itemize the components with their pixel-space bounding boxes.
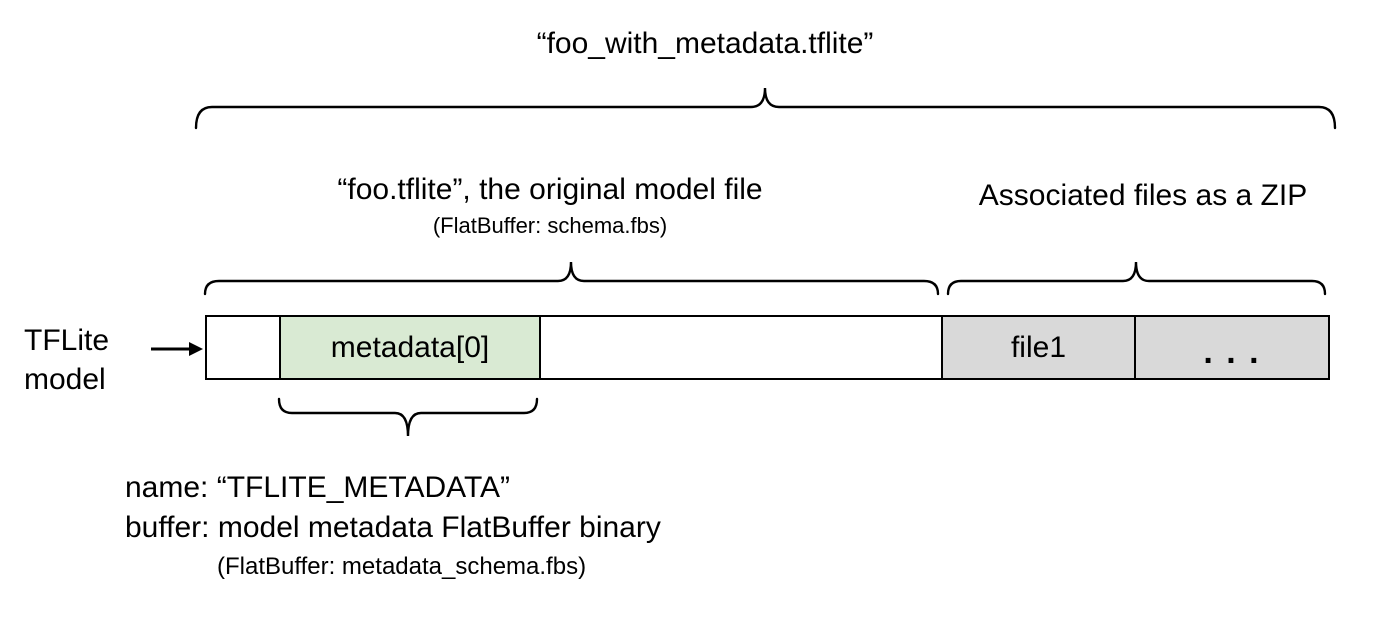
segment-metadata-label: metadata[0] <box>330 330 490 364</box>
file-title: “foo_with_metadata.tflite” <box>536 27 874 60</box>
segment-more-files: . . . <box>1134 317 1328 378</box>
tflite-model-label-line2: model <box>24 363 106 396</box>
model-arrow-icon <box>151 342 203 356</box>
segment-more-files-label: . . . <box>1203 333 1261 371</box>
model-section-label: “foo.tflite”, the original model file (F… <box>270 172 830 240</box>
brace-model-file <box>203 261 940 296</box>
model-file-sublabel: (FlatBuffer: schema.fbs) <box>432 213 668 238</box>
metadata-annotation: name: “TFLITE_METADATA” buffer: model me… <box>125 468 661 583</box>
tflite-model-label: TFLite model <box>24 321 109 399</box>
brace-zip-files <box>946 261 1327 296</box>
segment-metadata: metadata[0] <box>279 317 539 378</box>
brace-metadata-annotation <box>277 397 539 437</box>
zip-section-label: Associated files as a ZIP <box>978 179 1308 212</box>
tflite-model-label-line1: TFLite <box>24 324 110 357</box>
brace-foo-with-metadata <box>194 87 1337 130</box>
segment-model-body <box>539 317 941 378</box>
segment-model-header <box>207 317 279 378</box>
segment-file1-label: file1 <box>1010 330 1067 364</box>
segment-file1: file1 <box>941 317 1134 378</box>
metadata-annotation-buffer: buffer: model metadata FlatBuffer binary <box>125 511 661 544</box>
metadata-annotation-schema: (FlatBuffer: metadata_schema.fbs) <box>217 553 587 580</box>
metadata-annotation-name: name: “TFLITE_METADATA” <box>125 471 511 504</box>
tflite-model-bar: metadata[0] file1 . . . <box>205 315 1330 380</box>
model-file-label: “foo.tflite”, the original model file <box>337 173 763 206</box>
